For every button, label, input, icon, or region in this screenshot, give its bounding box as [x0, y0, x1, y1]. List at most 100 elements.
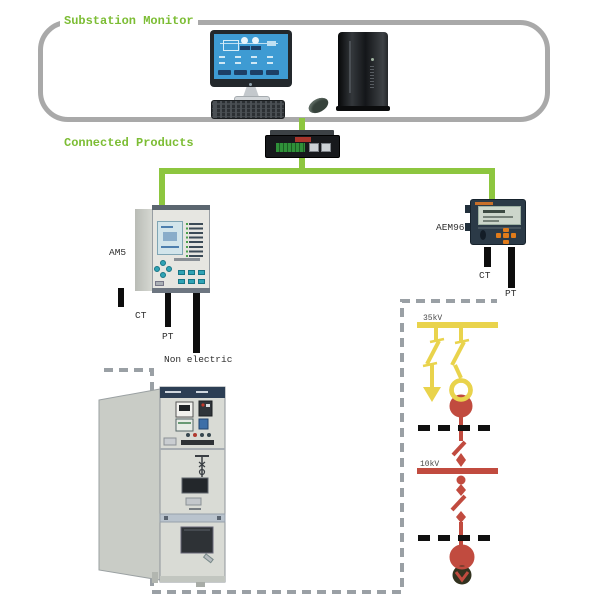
am5-key-6 [198, 279, 205, 284]
transformer-symbol-main [449, 378, 473, 418]
outgoing-branch-10kv [450, 475, 467, 547]
scada-node-1 [241, 37, 248, 44]
breaker-diamond-1 [456, 484, 466, 496]
am5-key-5 [188, 279, 195, 284]
section-title-connected-products: Connected Products [60, 136, 198, 150]
am5-key-4 [178, 279, 185, 284]
cabinet-lower-window [180, 526, 214, 554]
transformer-symbol-distribution [449, 544, 475, 585]
aem96-label-row [478, 227, 521, 229]
monitor-screen [214, 34, 288, 79]
cabinet-indicator-blue [198, 418, 209, 430]
network-bus-line [159, 168, 495, 174]
am5-side-panel [135, 209, 153, 291]
switch-terminal-block [276, 143, 305, 152]
aem96-right-button [511, 233, 516, 238]
aem96-label: AEM96 [436, 222, 465, 233]
am5-bottom-strip [152, 288, 210, 293]
am5-small-button [155, 281, 164, 286]
aem96-ct-label: CT [479, 270, 491, 281]
cabinet-base-strip [160, 576, 225, 582]
tx-lead [453, 364, 463, 379]
tower-drive-slot [349, 41, 351, 93]
dist-tx-primary [451, 546, 473, 568]
busbar-35kv-label: 35kV [423, 314, 442, 323]
aem96-energy-meter [463, 197, 527, 247]
aem96-left-button [496, 233, 501, 238]
am5-lcd-text [161, 226, 173, 228]
am5-lcd-screen [157, 221, 183, 255]
tower-base [336, 106, 390, 111]
dashed-enclosure-border [104, 299, 497, 594]
single-line-diagram: 35kV 10kV [417, 314, 498, 585]
cabinet-band-text-right [196, 391, 208, 393]
feeder-disconnector [425, 340, 441, 365]
cabinet-relay-window [206, 404, 210, 407]
aem96-lcd-screen [478, 206, 521, 225]
breaker-contact-top [456, 475, 466, 485]
cabinet-small-text [189, 508, 201, 510]
cabinet-side-panel [98, 388, 161, 581]
am5-lcd-graphic [163, 232, 177, 241]
cabinet-key-plate [163, 437, 177, 446]
breaker-diamond-2 [456, 511, 466, 523]
switch-ethernet-port-1 [309, 143, 319, 152]
am5-lcd-text-2 [161, 246, 179, 248]
cabinet-rail [159, 513, 226, 523]
am5-nav-up-button [160, 260, 166, 266]
scada-topline [220, 43, 278, 44]
aem96-lcd-digits [483, 210, 505, 213]
cabinet-lamp-2 [193, 433, 197, 437]
network-drop-aem96 [489, 168, 495, 200]
am5-nav-right-button [166, 266, 172, 272]
keyboard [211, 100, 285, 119]
tower-power-led [371, 58, 374, 61]
am5-protection-relay [108, 200, 218, 295]
am5-key-3 [198, 270, 205, 275]
scada-row-1 [219, 56, 283, 58]
feeder-tick-top [429, 337, 445, 344]
am5-led-labels [189, 220, 203, 257]
am5-pt-label: PT [162, 331, 174, 342]
scada-bar-2 [251, 46, 261, 50]
incomer-10kv [451, 416, 467, 457]
outgoing-disconnector [450, 494, 467, 512]
monitor-enclosure-border [38, 20, 550, 122]
switch-ethernet-port-2 [321, 143, 331, 152]
aem96-lcd-row-2 [483, 220, 499, 222]
cabinet-button-row [181, 440, 214, 445]
am5-nav-left-button [154, 266, 160, 272]
am5-key-2 [188, 270, 195, 275]
cabinet-rail-arrow-right [217, 516, 221, 520]
feeder-tick-bottom [422, 361, 438, 368]
am5-nonelectric-wire [193, 288, 200, 353]
ethernet-switch [265, 130, 340, 158]
switchgear-cabinet [98, 386, 226, 587]
cabinet-meter-2 [175, 418, 194, 432]
scada-footer-1 [218, 70, 231, 75]
tx-primary-ring-overlay [449, 378, 473, 402]
aem96-mounting-clip-1 [465, 205, 471, 213]
am5-led-dots [186, 220, 188, 257]
load-arrow [423, 387, 441, 402]
cabinet-foot-right [196, 582, 205, 587]
incomer-contact [456, 453, 466, 467]
aem96-brand-text [475, 202, 493, 205]
cabinet-relay-module [198, 400, 213, 417]
scada-box [223, 40, 239, 51]
mimic-ct-circle [198, 468, 206, 476]
aem96-ct-wire [484, 247, 491, 267]
aem96-pt-wire [508, 247, 515, 288]
am5-nonelectric-label: Non electric [164, 354, 233, 365]
aem96-up-button [503, 228, 509, 232]
cabinet-meter-1-display [179, 405, 190, 411]
cabinet-band-text-left [165, 391, 181, 393]
dist-tx-secondary [452, 565, 472, 585]
mimic-breaker-x [198, 461, 206, 468]
feeder-branch-35kv [422, 328, 445, 387]
am5-key-1 [178, 270, 185, 275]
am5-label: AM5 [109, 247, 127, 258]
scada-box-2 [267, 41, 276, 46]
tx-disconnector [450, 341, 466, 366]
